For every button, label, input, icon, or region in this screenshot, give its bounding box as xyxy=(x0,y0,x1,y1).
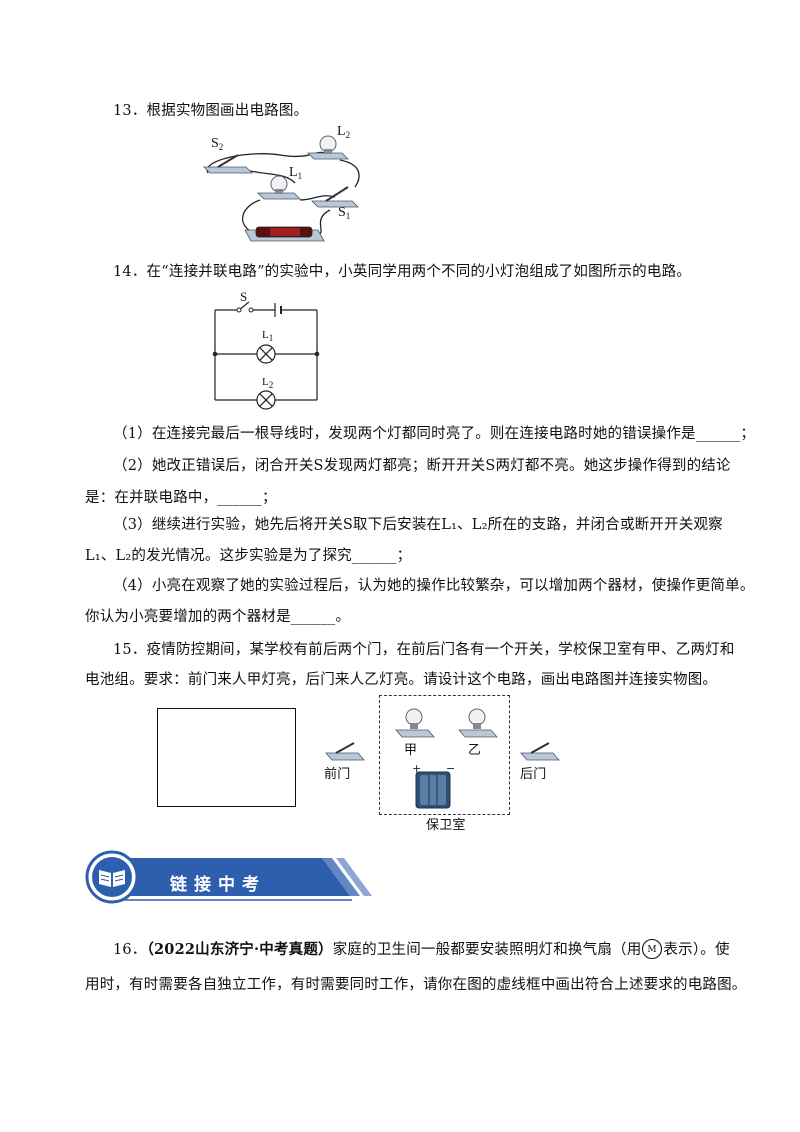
q14-label-l2: L2 xyxy=(262,376,274,390)
q15-back-switch xyxy=(520,742,560,761)
q14-label-s: S xyxy=(240,289,248,304)
banner-title: 链接中考 xyxy=(170,875,266,895)
q13-text: 13．根据实物图画出电路图。 xyxy=(113,103,309,119)
q14-circuit-diagram xyxy=(212,301,320,410)
q15-line2: 电池组。要求：前门来人甲灯亮，后门来人乙灯亮。请设计这个电路，画出电路图并连接实… xyxy=(85,672,718,688)
q15-back-door-label: 后门 xyxy=(520,767,547,782)
q13-label-l2: L2 xyxy=(337,124,351,140)
q14-part1: （1）在连接完最后一根导线时，发现两个灯都同时亮了。则在连接电路时她的错误操作是… xyxy=(113,426,756,442)
q13-physical-circuit xyxy=(203,135,360,242)
q15-lamp-jia-label: 甲 xyxy=(404,743,418,758)
q14-label-l1: L1 xyxy=(262,329,274,343)
motor-icon: M xyxy=(641,938,663,960)
q15-line1: 15．疫情防控期间，某学校有前后两个门，在前后门各有一个开关，学校保卫室有甲、乙… xyxy=(113,642,735,658)
q13-label-s2: S2 xyxy=(211,136,224,152)
q14-part4-line1: （4）小亮在观察了她的实验过程后，认为她的操作比较繁杂，可以增加两个器材，使操作… xyxy=(113,578,755,594)
q14-intro: 14．在“连接并联电路”的实验中，小英同学用两个不同的小灯泡组成了如图所示的电路… xyxy=(113,264,691,280)
q13-label-s1: S1 xyxy=(338,205,351,221)
banner-graphic xyxy=(85,850,372,904)
q14-part2-line2: 是：在并联电路中，______； xyxy=(85,490,277,506)
q15-lamp-jia xyxy=(395,708,435,738)
q14-part4-line2: 你认为小亮要增加的两个器材是______。 xyxy=(85,609,351,625)
q15-lamp-yi xyxy=(458,708,498,738)
book-icon xyxy=(99,870,125,887)
q15-lamp-yi-label: 乙 xyxy=(468,743,482,758)
q15-front-switch xyxy=(325,742,365,761)
q13-label-l1: L1 xyxy=(289,165,303,181)
q15-front-door-label: 前门 xyxy=(324,767,351,782)
q14-part2-line1: （2）她改正错误后，闭合开关S发现两灯都亮；断开开关S两灯都不亮。她这步操作得到… xyxy=(113,458,731,474)
q15-battery-pack: + − xyxy=(412,762,455,809)
q15-guard-room-label: 保卫室 xyxy=(426,818,466,833)
q16-source: （2022山东济宁·中考真题） xyxy=(146,941,333,958)
svg-text:−: − xyxy=(446,762,455,775)
q15-guard-room-box xyxy=(379,695,510,815)
svg-text:+: + xyxy=(412,762,421,775)
q16-line2: 用时，有时需要各自独立工作，有时需要同时工作，请你在图的虚线框中画出符合上述要求… xyxy=(85,977,747,993)
q14-part3-line1: （3）继续进行实验，她先后将开关S取下后安装在L₁、L₂所在的支路，并闭合或断开… xyxy=(113,517,723,533)
q15-answer-box[interactable] xyxy=(157,708,296,807)
q14-part3-line2: L₁、L₂的发光情况。这步实验是为了探究______； xyxy=(85,548,412,564)
